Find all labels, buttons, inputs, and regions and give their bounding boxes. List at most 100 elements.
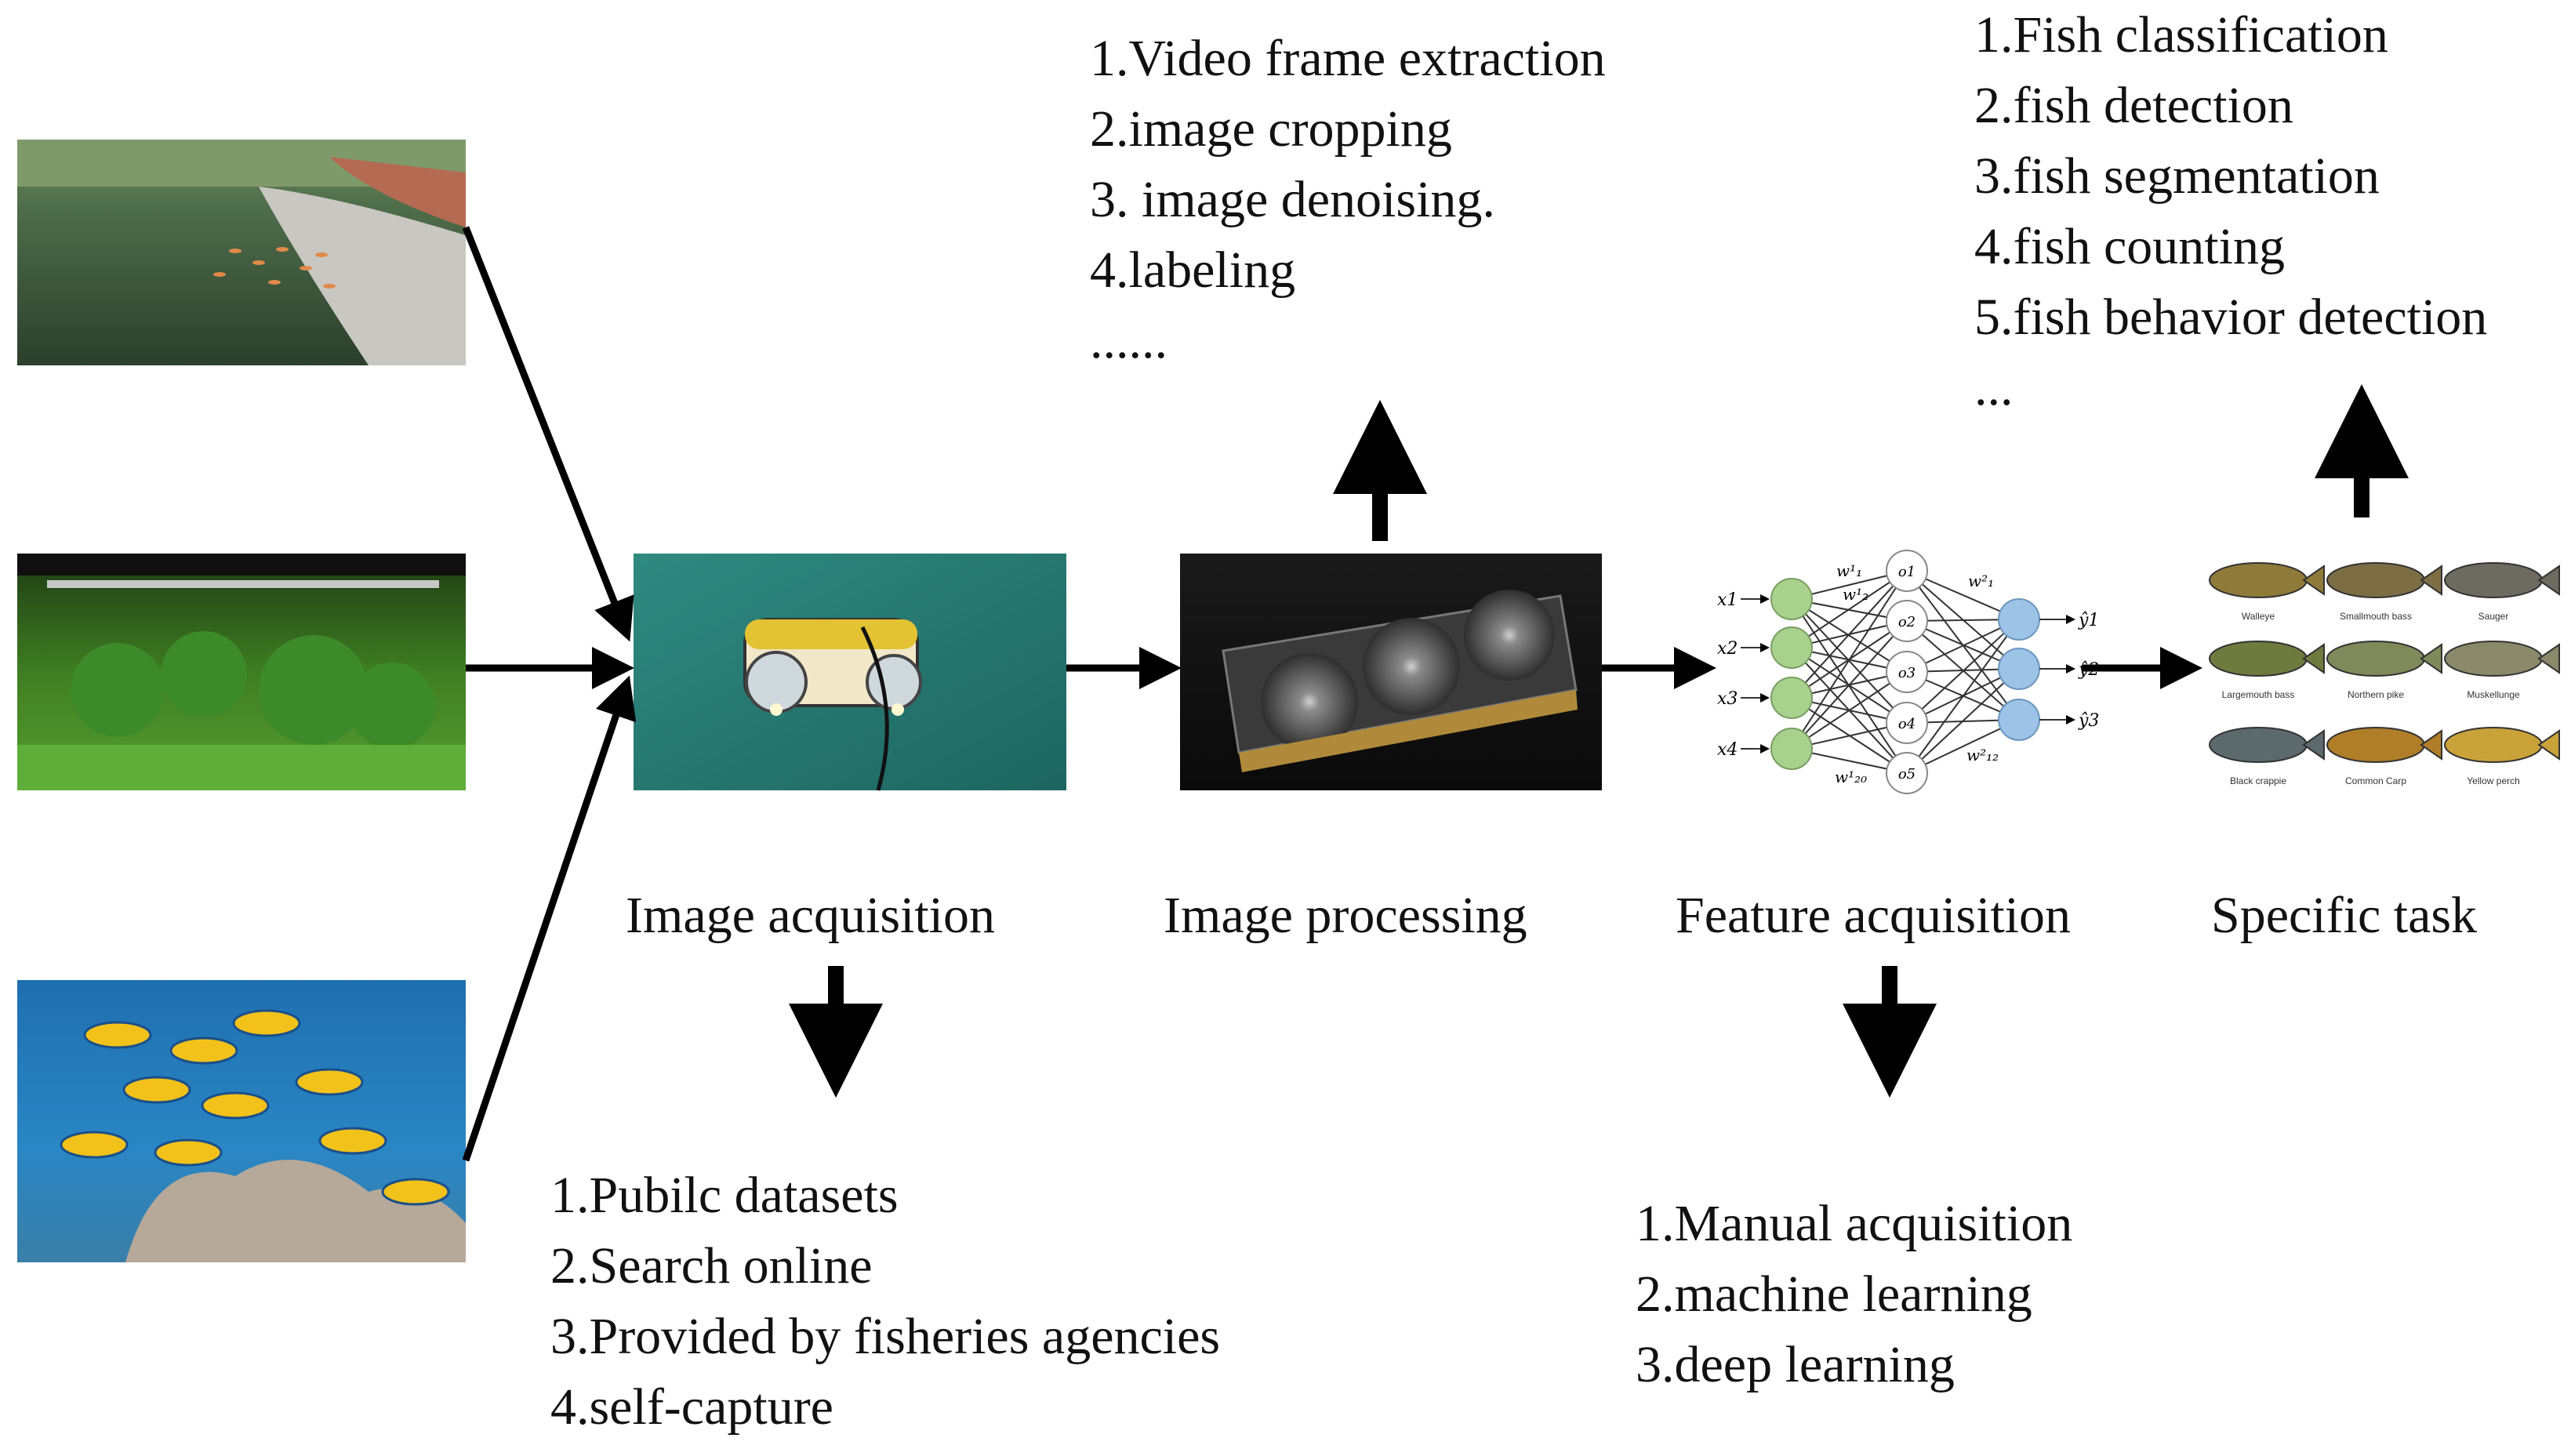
arrow-pond-to-acquisition bbox=[462, 226, 634, 642]
input-label: x3 bbox=[1717, 689, 1738, 709]
output-label: ŷ1 bbox=[2078, 611, 2099, 630]
connection-line bbox=[1791, 598, 1908, 673]
task-item: 3.fish segmentation bbox=[1974, 147, 2380, 205]
feature-method-item: 2.machine learning bbox=[1636, 1265, 2032, 1323]
sources-list: 1.Pubilc datasets 2.Search online 3.Prov… bbox=[550, 1160, 1220, 1443]
underwater-drone-photo bbox=[634, 554, 1066, 791]
input-label: x1 bbox=[1717, 590, 1738, 610]
fish-drawing bbox=[2209, 562, 2308, 598]
fish-tail bbox=[2537, 729, 2560, 761]
feature-methods-list: 1.Manual acquisition 2.machine learning … bbox=[1636, 1189, 2072, 1400]
output-node bbox=[1998, 648, 2040, 690]
task-item: 1.Fish classification bbox=[1974, 6, 2388, 64]
weight-label: w²₁ bbox=[1968, 572, 1994, 590]
hidden-node bbox=[1886, 651, 1928, 693]
arrow-reef-to-acquisition bbox=[462, 675, 637, 1162]
fish-species-label: Black crappie bbox=[2230, 775, 2286, 786]
source-item: 3.Provided by fisheries agencies bbox=[550, 1308, 1221, 1365]
stage-label-image-acquisition: Image acquisition bbox=[626, 887, 996, 944]
input-node bbox=[1770, 728, 1813, 770]
weight-label: w¹₂₀ bbox=[1835, 768, 1867, 786]
connection-line bbox=[1791, 671, 1908, 750]
fish-drawing bbox=[2209, 727, 2308, 763]
connection-line bbox=[1791, 570, 1908, 648]
processing-step: 2.image cropping bbox=[1090, 100, 1452, 158]
input-node bbox=[1770, 578, 1813, 620]
fish-tail bbox=[2537, 643, 2560, 674]
processing-step: 4.labeling bbox=[1090, 241, 1296, 299]
fish-tail bbox=[2537, 565, 2560, 596]
task-item: 2.fish detection bbox=[1974, 77, 2293, 134]
fish-species-label: Sauger bbox=[2478, 611, 2509, 622]
hidden-label: o2 bbox=[1898, 614, 1916, 630]
fish-species-label: Yellow perch bbox=[2467, 775, 2520, 786]
fish-drawing bbox=[2444, 727, 2543, 763]
hidden-node bbox=[1886, 752, 1928, 794]
stage-label-specific-task: Specific task bbox=[2211, 887, 2478, 944]
fish-species-label: Walleye bbox=[2242, 611, 2275, 622]
fish-tail bbox=[2302, 729, 2325, 761]
fish-drawing bbox=[2326, 641, 2425, 677]
neural-network-diagram: x1x2x3x4o1o2o3o4o5ŷ1ŷ2ŷ3w¹₁w¹₂w¹₂₀w²₁w²₁… bbox=[1717, 550, 2099, 794]
fish-drawing bbox=[2444, 641, 2543, 677]
hidden-node bbox=[1886, 600, 1928, 642]
fish-drawing bbox=[2209, 641, 2308, 677]
tasks-list: 1.Fish classification 2.fish detection 3… bbox=[1974, 0, 2487, 423]
stage-label-image-processing: Image processing bbox=[1164, 887, 1527, 944]
hidden-label: o4 bbox=[1898, 716, 1916, 732]
fish-tail bbox=[2420, 729, 2442, 761]
connection-line bbox=[1791, 570, 1908, 699]
weight-label: w¹₂ bbox=[1843, 585, 1868, 604]
feature-method-item: 3.deep learning bbox=[1636, 1336, 1955, 1393]
fish-drawing bbox=[2326, 562, 2425, 598]
hidden-node bbox=[1886, 550, 1928, 592]
fish-species-label: Northern pike bbox=[2348, 689, 2404, 700]
output-label: ŷ3 bbox=[2078, 711, 2099, 731]
input-label: x4 bbox=[1717, 740, 1738, 760]
gpu-photo bbox=[1180, 554, 1602, 790]
processing-step: ...... bbox=[1090, 312, 1167, 369]
hidden-label: o5 bbox=[1898, 766, 1916, 782]
output-node bbox=[1998, 598, 2040, 641]
feature-method-item: 1.Manual acquisition bbox=[1636, 1195, 2073, 1252]
fish-tail bbox=[2420, 643, 2442, 674]
task-item: ... bbox=[1974, 359, 2014, 416]
processing-step: 1.Video frame extraction bbox=[1090, 30, 1606, 87]
connection-line bbox=[1791, 620, 1908, 750]
fish-tail bbox=[2302, 643, 2325, 674]
weight-label: w²₁₂ bbox=[1966, 746, 1999, 764]
hidden-label: o1 bbox=[1898, 564, 1916, 580]
connection-line bbox=[1906, 619, 2020, 774]
input-node bbox=[1770, 626, 1813, 669]
weight-label: w¹₁ bbox=[1836, 561, 1862, 580]
aquarium-photo bbox=[17, 554, 466, 790]
fish-species-label: Common Carp bbox=[2345, 775, 2406, 786]
reef-photo bbox=[17, 980, 466, 1262]
flow-arrows bbox=[462, 226, 2409, 1162]
input-label: x2 bbox=[1717, 639, 1738, 659]
output-node bbox=[1998, 699, 2040, 741]
processing-steps-list: 1.Video frame extraction 2.image croppin… bbox=[1090, 24, 1606, 376]
fish-tail bbox=[2302, 565, 2325, 596]
hidden-label: o3 bbox=[1898, 665, 1916, 681]
processing-step: 3. image denoising. bbox=[1090, 171, 1495, 228]
hidden-node bbox=[1886, 702, 1928, 744]
connection-line bbox=[1791, 570, 1908, 750]
pond-photo bbox=[17, 140, 466, 365]
fish-tail bbox=[2420, 565, 2442, 596]
fish-species-label: Smallmouth bass bbox=[2340, 611, 2412, 622]
source-item: 2.Search online bbox=[550, 1237, 873, 1294]
source-item: 1.Pubilc datasets bbox=[550, 1167, 899, 1224]
source-item: 4.self-capture bbox=[550, 1378, 833, 1436]
stage-label-feature-acquisition: Feature acquisition bbox=[1676, 887, 2072, 944]
fish-species-label: Largemouth bass bbox=[2222, 689, 2295, 700]
input-node bbox=[1770, 677, 1813, 719]
fish-species-label: Muskellunge bbox=[2467, 689, 2520, 700]
connection-line bbox=[1906, 668, 2020, 774]
task-item: 4.fish counting bbox=[1974, 218, 2285, 275]
fish-drawing bbox=[2326, 727, 2425, 763]
fish-drawing bbox=[2444, 562, 2543, 598]
